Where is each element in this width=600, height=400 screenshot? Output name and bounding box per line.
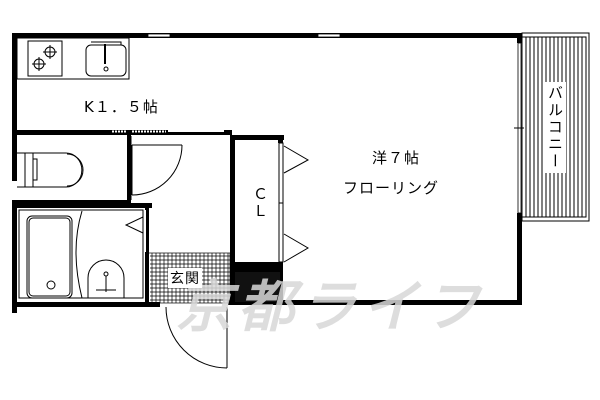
closet-label: ＣＬ bbox=[251, 186, 269, 220]
entrance-label: 玄関 bbox=[168, 268, 202, 288]
windows bbox=[147, 33, 522, 214]
western-room-size-label: 洋７帖 bbox=[372, 149, 421, 167]
bathroom bbox=[18, 209, 146, 299]
western-room-floor-label: フローリング bbox=[343, 179, 440, 197]
hall-door bbox=[130, 136, 183, 200]
kitchen-label: K１．５帖 bbox=[84, 98, 159, 116]
balcony-label: バルコニー bbox=[545, 82, 566, 173]
toilet-icon bbox=[17, 152, 84, 188]
stove-icon bbox=[16, 37, 130, 80]
watermark: 京都ライフ bbox=[176, 275, 486, 340]
closet-doors bbox=[278, 142, 310, 263]
sink-icon bbox=[85, 41, 127, 77]
entrance-door bbox=[165, 306, 228, 369]
